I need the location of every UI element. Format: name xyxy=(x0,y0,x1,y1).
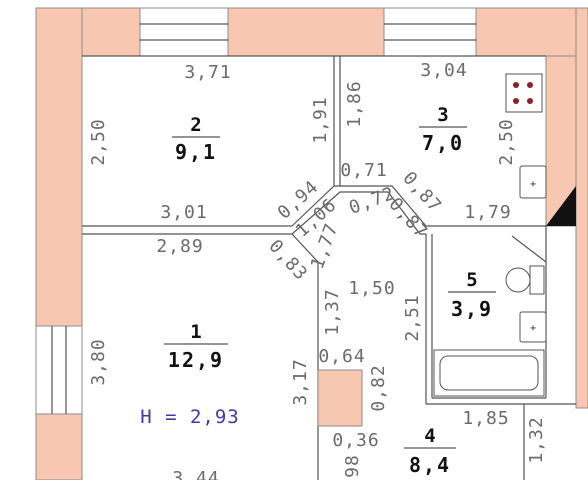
dim-r1-bottom: 3,44 xyxy=(172,468,219,480)
ceiling-height: H = 2,93 xyxy=(140,406,240,428)
dim-r1-left: 3,80 xyxy=(88,338,109,385)
room-5-number: 5 xyxy=(466,269,477,291)
dim-hall-h: 0,64 xyxy=(318,346,365,367)
room-3-area: 7,0 xyxy=(422,131,464,155)
bathroom-door xyxy=(511,235,547,263)
dim-r3-top: 3,04 xyxy=(420,60,467,81)
interior-walls xyxy=(82,55,576,480)
room-1-area: 12,9 xyxy=(168,348,224,372)
dim-r3-right: 2,50 xyxy=(496,118,517,165)
kitchen-sink-icon: + xyxy=(519,165,547,199)
bathtub-icon xyxy=(433,349,545,397)
dim-r2-top: 3,71 xyxy=(184,62,231,83)
room-2-area: 9,1 xyxy=(175,140,217,164)
dim-r2-left: 2,50 xyxy=(88,118,109,165)
dim-r3-bottom: 1,79 xyxy=(464,202,511,223)
room-5-area: 3,9 xyxy=(451,297,493,321)
dim-r1-right: 3,17 xyxy=(290,358,311,405)
room-1-number: 1 xyxy=(190,321,201,343)
dim-r5-left: 2,51 xyxy=(402,294,423,341)
dim-hall-k: 98 xyxy=(342,454,363,478)
fixtures: + + xyxy=(317,73,576,427)
riser-icon xyxy=(546,186,576,226)
dim-hall-i: 0,82 xyxy=(368,364,389,411)
window-left xyxy=(35,325,83,415)
window-top-left xyxy=(139,7,229,57)
bath-sink-icon: + xyxy=(519,311,547,343)
dim-r1-diag: 0,83 xyxy=(264,236,311,285)
room-4-area: 8,4 xyxy=(409,453,451,477)
room-3-label: 3 7,0 xyxy=(419,104,467,155)
svg-text:+: + xyxy=(530,179,536,190)
windows xyxy=(35,7,477,415)
stove-icon xyxy=(505,73,543,113)
room-3-number: 3 xyxy=(437,104,448,126)
dim-r3-diag-a: 0,71 xyxy=(340,160,387,181)
room-5-label: 5 3,9 xyxy=(448,269,496,321)
toilet-icon xyxy=(505,265,545,295)
dim-r4-right: 1,32 xyxy=(526,416,547,463)
svg-text:+: + xyxy=(530,323,536,334)
room-2-label: 2 9,1 xyxy=(172,114,220,164)
dim-r1-top: 2,89 xyxy=(156,236,203,257)
dim-r3-left: 1,86 xyxy=(344,80,365,127)
room-4-label: 4 8,4 xyxy=(404,425,456,477)
room-1-label: 1 12,9 xyxy=(164,321,228,372)
dim-r5-bottom: 1,85 xyxy=(462,408,509,429)
room-4-number: 4 xyxy=(424,425,435,447)
dim-hall-j: 0,36 xyxy=(332,430,379,451)
window-top-right xyxy=(383,7,477,57)
room-2-number: 2 xyxy=(190,114,201,136)
dim-hall-g: 1,50 xyxy=(348,278,395,299)
dim-r2-right: 1,91 xyxy=(310,96,331,143)
dim-r2-bottom: 3,01 xyxy=(160,202,207,223)
room-labels: 2 9,1 3 7,0 1 12,9 5 3,9 4 8,4 xyxy=(164,104,496,477)
dim-hall-f: 1,37 xyxy=(322,288,343,335)
ventilation-shaft-icon xyxy=(317,369,363,427)
